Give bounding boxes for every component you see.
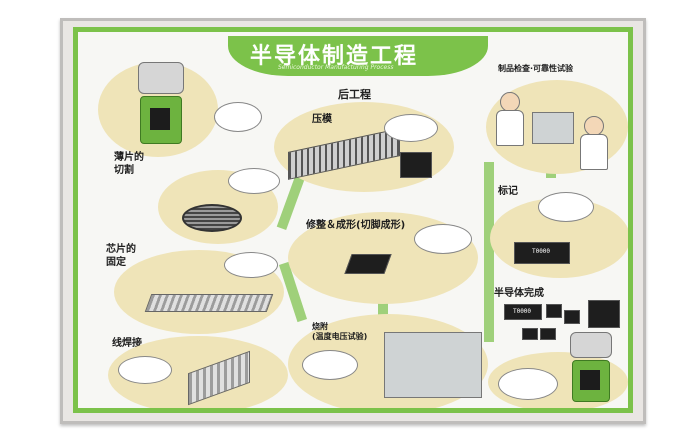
chip-icon <box>588 300 620 328</box>
step-marking: 标记 <box>498 186 518 197</box>
title-banner <box>228 36 488 76</box>
chip-icon <box>504 304 542 320</box>
tester-icon <box>532 112 574 144</box>
speech-bubble <box>384 114 438 142</box>
step-dicing: 薄片的 切割 <box>114 152 144 176</box>
robot-head <box>570 332 612 358</box>
robot-icon <box>562 332 622 408</box>
scientist-face <box>500 92 520 112</box>
flow-arrow <box>276 173 306 231</box>
scientist-coat <box>496 110 524 146</box>
machine-icon <box>384 332 482 398</box>
flow-arrow <box>484 162 494 342</box>
page-subtitle: Semiconductor Manufacturing Process <box>278 64 394 71</box>
robot-icon <box>128 62 198 152</box>
chip-icon <box>540 328 556 340</box>
scientist-icon <box>492 92 528 148</box>
lead-frame <box>144 294 274 312</box>
scientist-icon <box>576 116 612 172</box>
chip-icon <box>546 304 562 318</box>
step-wire-bonding: 线焊接 <box>112 338 142 349</box>
scientist-face <box>584 116 604 136</box>
speech-bubble <box>228 168 280 194</box>
chip-icon <box>580 370 600 390</box>
speech-bubble <box>224 252 278 278</box>
chip-icon <box>344 254 392 274</box>
chip-icon <box>400 152 432 178</box>
speech-bubble <box>302 350 358 380</box>
poster: 半导体制造工程 Semiconductor Manufacturing Proc… <box>73 27 633 413</box>
stage-label: 后工程 <box>338 88 371 101</box>
chip-icon <box>514 242 570 264</box>
wafer-icon <box>182 204 242 232</box>
step-die-attach: 芯片的 固定 <box>106 244 136 268</box>
speech-bubble <box>538 192 594 222</box>
flow-arrow <box>378 282 388 330</box>
step-trim-form: 修整＆成形(切脚成形) <box>306 220 406 231</box>
chip-icon <box>564 310 580 324</box>
poster-frame: 半导体制造工程 Semiconductor Manufacturing Proc… <box>60 18 646 424</box>
marking-text: T0000 <box>531 248 551 255</box>
page-title: 半导体制造工程 <box>250 44 419 69</box>
robot-head <box>138 62 184 94</box>
step-burn-in: 烧附 (温度电压试验) <box>312 322 368 341</box>
complete-chip-text: T0000 <box>512 308 532 315</box>
step-complete: 半导体完成 <box>494 288 544 299</box>
scientist-coat <box>580 134 608 170</box>
chip-icon <box>522 328 538 340</box>
chip-icon <box>150 108 170 130</box>
speech-bubble <box>498 368 558 400</box>
speech-bubble <box>118 356 172 384</box>
speech-bubble <box>414 224 472 254</box>
step-molding: 压模 <box>312 114 332 125</box>
speech-bubble <box>214 102 262 132</box>
step-inspection: 制品检查·可靠性试验 <box>498 64 574 73</box>
